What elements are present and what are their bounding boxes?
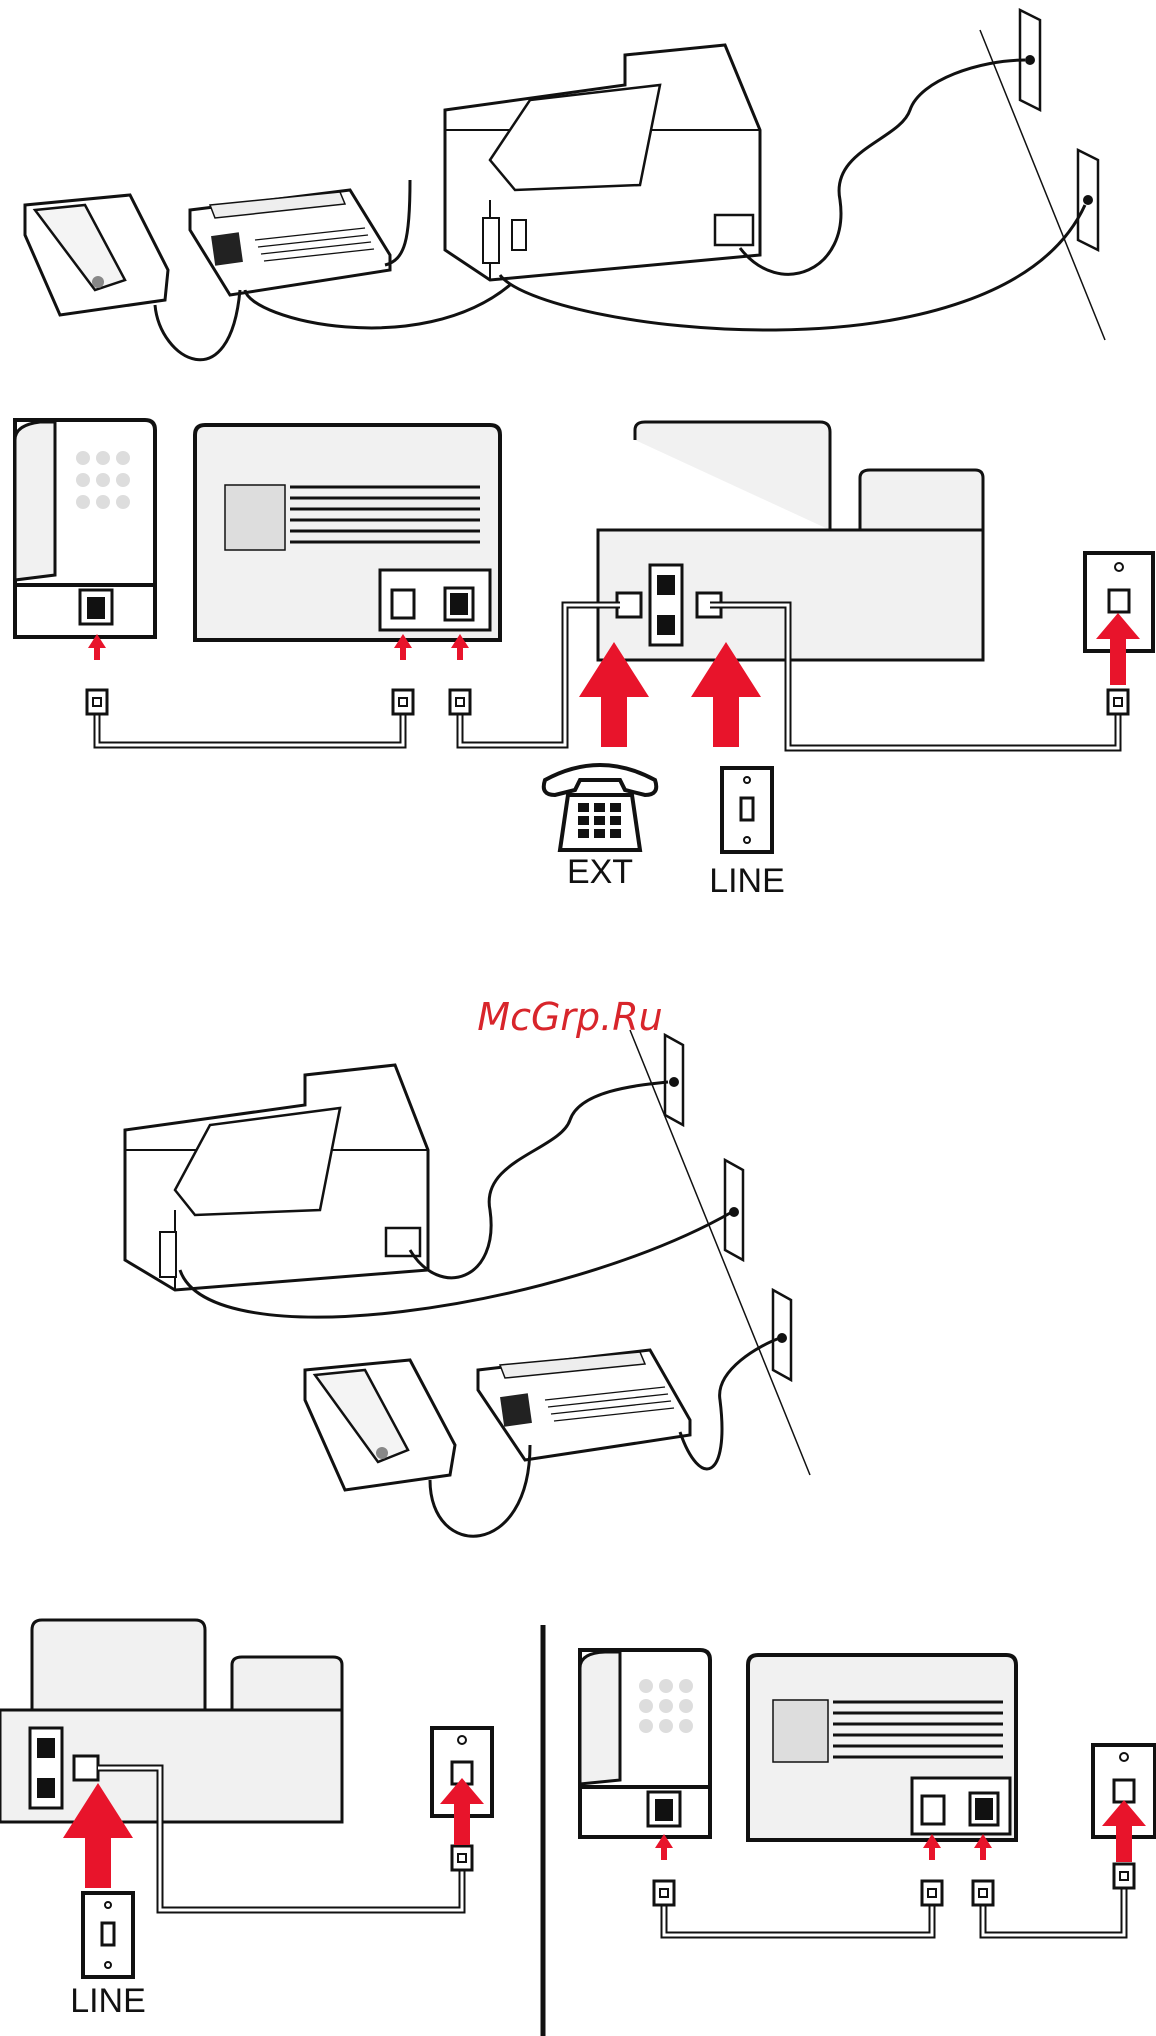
printer-rear-panel	[0, 1620, 342, 1822]
rj11-plug-icon	[654, 1881, 674, 1905]
wall-jack-icon	[773, 1290, 791, 1380]
wall-jack-icon	[1078, 150, 1098, 250]
printer-all-in-one	[445, 45, 760, 280]
telephone-icon	[15, 420, 155, 637]
section-2-schematic: EXT LINE	[15, 420, 1153, 900]
answering-machine	[478, 1350, 690, 1460]
line-label: LINE	[70, 1982, 146, 2020]
section-4-schematic: LINE	[0, 1620, 1155, 2036]
rj11-plug-icon	[452, 1846, 472, 1870]
answering-machine	[748, 1655, 1016, 1840]
ext-label: EXT	[567, 853, 633, 891]
answering-machine	[190, 190, 390, 295]
rj11-plug-icon	[393, 690, 413, 714]
telephone-icon	[25, 195, 168, 315]
line-label: LINE	[709, 862, 785, 900]
wall-jack-icon	[665, 1035, 683, 1125]
telephone-icon	[305, 1360, 455, 1490]
printer-all-in-one	[125, 1065, 428, 1290]
wall-jack-icon	[83, 1893, 133, 1977]
rj11-plug-icon	[1108, 690, 1128, 714]
rj11-plug-icon	[973, 1881, 993, 1905]
wall-jack-icon	[725, 1160, 743, 1260]
ext-telephone-icon	[544, 765, 657, 850]
telephone-icon	[580, 1650, 710, 1837]
section-3-perspective	[125, 1030, 810, 1536]
rj11-plug-icon	[1114, 1864, 1134, 1888]
answering-machine	[195, 425, 500, 640]
watermark-text: McGrp.Ru	[477, 995, 662, 1039]
wall-jack-icon	[722, 768, 772, 852]
rj11-plug-icon	[87, 690, 107, 714]
rj11-plug-icon	[450, 690, 470, 714]
rj11-plug-icon	[922, 1881, 942, 1905]
section-1-perspective	[25, 10, 1105, 360]
